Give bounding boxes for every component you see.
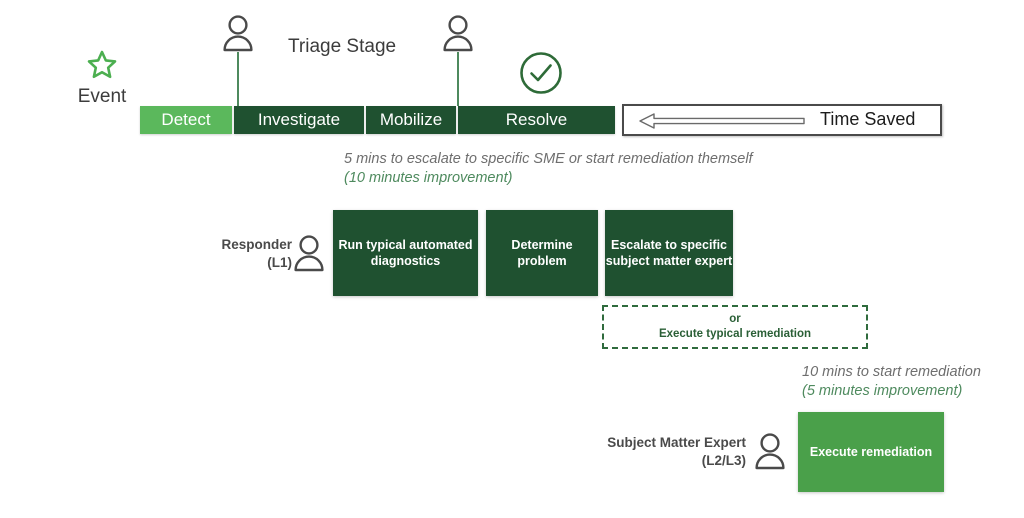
timeline-segment-detect[interactable]: Detect	[140, 106, 232, 134]
event-label: Event	[77, 86, 127, 107]
segment-label: Resolve	[505, 110, 568, 129]
step-determine-problem[interactable]: Determine problem	[486, 210, 598, 296]
segment-label: Detect	[161, 110, 211, 129]
person-marker-1	[222, 14, 254, 57]
step-run-typical-automated-diagnostics[interactable]: Run typical automated diagnostics	[333, 210, 478, 296]
timeline-segment-investigate[interactable]: Investigate	[234, 106, 364, 134]
time-saved-box: Time Saved	[622, 104, 942, 136]
annotation-primary: 5 mins to escalate to specific SME or st…	[344, 151, 753, 167]
person-icon	[443, 15, 473, 52]
page-title: Triage Stage	[288, 36, 397, 57]
alternative-or-label: or	[729, 313, 741, 325]
role-name: Responder	[221, 237, 292, 252]
timeline-segment-mobilize[interactable]: Mobilize	[366, 106, 456, 134]
check-circle-marker	[518, 50, 564, 101]
responder-avatar	[293, 234, 325, 277]
person-marker-2	[442, 14, 474, 57]
annotation-secondary: (5 minutes improvement)	[802, 383, 963, 399]
role-level: (L1)	[267, 255, 292, 270]
person-icon	[223, 15, 253, 52]
sme-avatar	[754, 432, 786, 475]
marker-drop-line-2	[457, 52, 459, 106]
role-label-responder: Responder (L1)	[168, 236, 292, 272]
alternative-path-box[interactable]: or Execute typical remediation	[602, 305, 868, 349]
timeline-segment-resolve[interactable]: Resolve	[458, 106, 615, 134]
left-arrow-icon	[636, 112, 806, 135]
marker-drop-line-1	[237, 52, 239, 106]
step-escalate-to-sme[interactable]: Escalate to specific subject matter expe…	[605, 210, 733, 296]
annotation-primary: 10 mins to start remediation	[802, 364, 981, 380]
star-icon	[66, 50, 138, 84]
annotation-secondary: (10 minutes improvement)	[344, 170, 513, 186]
role-level: (L2/L3)	[701, 453, 746, 468]
role-name: Subject Matter Expert	[607, 435, 746, 450]
step-label: Execute remediation	[809, 445, 933, 459]
person-icon	[755, 433, 785, 470]
step-label: Run typical automated diagnostics	[338, 238, 473, 268]
sme-annotation: 10 mins to start remediation (5 minutes …	[802, 363, 981, 401]
step-label: Escalate to specific subject matter expe…	[605, 238, 733, 268]
check-circle-icon	[520, 52, 562, 94]
segment-label: Investigate	[257, 110, 341, 129]
alternative-label: Execute typical remediation	[658, 328, 812, 340]
responder-annotation: 5 mins to escalate to specific SME or st…	[344, 150, 753, 188]
person-icon	[294, 235, 324, 272]
step-label: Determine problem	[511, 238, 573, 268]
segment-label: Mobilize	[379, 110, 443, 129]
time-saved-label: Time Saved	[820, 109, 916, 129]
role-label-sme: Subject Matter Expert (L2/L3)	[566, 434, 746, 470]
event-marker: Event	[66, 50, 138, 108]
step-execute-remediation[interactable]: Execute remediation	[798, 412, 944, 492]
